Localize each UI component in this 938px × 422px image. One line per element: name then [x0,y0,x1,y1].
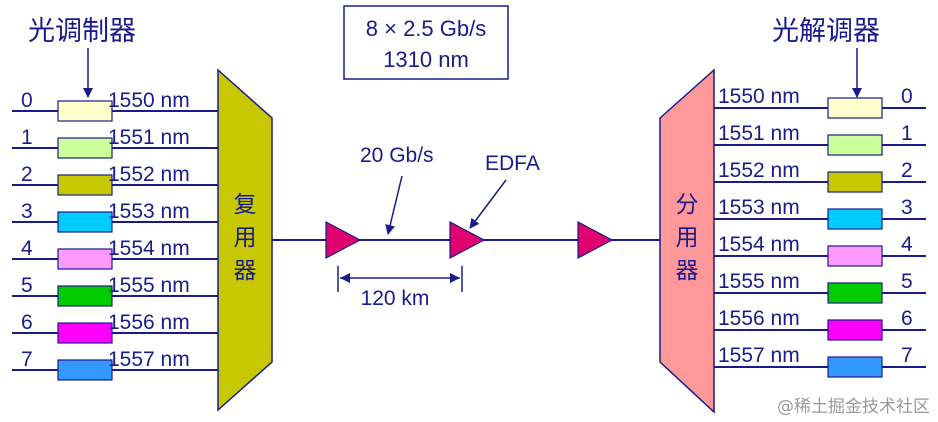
demodulator-block-3 [827,208,883,230]
output-wavelength-label: 1555 nm [718,270,800,293]
output-channel-index: 2 [901,159,913,182]
output-wavelength-label: 1551 nm [718,122,800,145]
demodulator-block-0 [827,97,883,119]
modulator-block-4 [57,248,113,270]
span-label: 120 km [361,287,430,310]
output-channel-index: 7 [901,344,913,367]
mux-label-3: 器 [234,258,257,284]
edfa-arrow [469,179,507,229]
demodulator-block-4 [827,245,883,267]
demodulator-block-5 [827,282,883,304]
input-wavelength-label: 1550 nm [108,89,190,112]
demodulator-title: 光解调器 [772,16,880,47]
output-wavelength-label: 1557 nm [718,344,800,367]
spec-rate: 8 × 2.5 Gb/s [366,16,486,41]
amplifier-3 [577,221,614,259]
input-channel-index: 1 [21,126,33,149]
input-channel-index: 4 [21,237,33,260]
output-channel-index: 6 [901,307,913,330]
demodulator-block-2 [827,171,883,193]
modulator-block-2 [57,174,113,196]
span-arrow-left [340,273,350,283]
output-channels: 1550 nm 0 1551 nm 1 1552 nm 2 1553 nm 3 1554 nm 4… [714,85,926,378]
input-channel-index: 3 [21,200,33,223]
modulator-block-3 [57,211,113,233]
mux-label-1: 复 [234,192,257,218]
output-wavelength-label: 1550 nm [718,85,800,108]
amplifier-1 [325,221,362,259]
demux-label-3: 器 [676,258,699,284]
output-wavelength-label: 1556 nm [718,307,800,330]
output-channel-index: 1 [901,122,913,145]
spec-wavelength: 1310 nm [383,47,469,72]
input-channel-index: 0 [21,89,33,112]
demodulator-block-7 [827,356,883,378]
output-channel-index: 0 [901,85,913,108]
rate-arrow [385,175,403,235]
demodulator-block-6 [827,319,883,341]
spec-box [343,5,509,80]
output-wavelength-label: 1554 nm [718,233,800,256]
input-channels: 0 1550 nm 1 1551 nm 2 1552 nm 3 1553 nm 4 1554 nm… [12,89,218,381]
demodulator-block-1 [827,134,883,156]
input-channel-index: 7 [21,348,33,371]
rate-label: 20 Gb/s [360,144,434,167]
output-channel-index: 3 [901,196,913,219]
output-channel-index: 5 [901,270,913,293]
output-wavelength-label: 1553 nm [718,196,800,219]
amplifier-2 [449,221,486,259]
input-channel-index: 5 [21,274,33,297]
demultiplexer [659,68,715,414]
watermark: @稀土掘金技术社区 [777,397,930,417]
input-wavelength-label: 1553 nm [108,200,190,223]
modulator-block-1 [57,137,113,159]
modulator-block-7 [57,359,113,381]
modulator-block-0 [57,100,113,122]
input-wavelength-label: 1555 nm [108,274,190,297]
modulator-title: 光调制器 [28,16,136,47]
input-wavelength-label: 1556 nm [108,311,190,334]
edfa-label: EDFA [485,152,540,175]
input-channel-index: 2 [21,163,33,186]
input-channel-index: 6 [21,311,33,334]
multiplexer [217,68,273,412]
input-wavelength-label: 1551 nm [108,126,190,149]
input-wavelength-label: 1557 nm [108,348,190,371]
input-wavelength-label: 1554 nm [108,237,190,260]
span-arrow-right [450,273,460,283]
modulator-block-6 [57,322,113,344]
output-channel-index: 4 [901,233,913,256]
modulator-block-5 [57,285,113,307]
output-wavelength-label: 1552 nm [718,159,800,182]
input-wavelength-label: 1552 nm [108,163,190,186]
mux-label-2: 用 [234,225,257,251]
demux-label-2: 用 [676,225,699,251]
demux-label-1: 分 [676,192,699,218]
